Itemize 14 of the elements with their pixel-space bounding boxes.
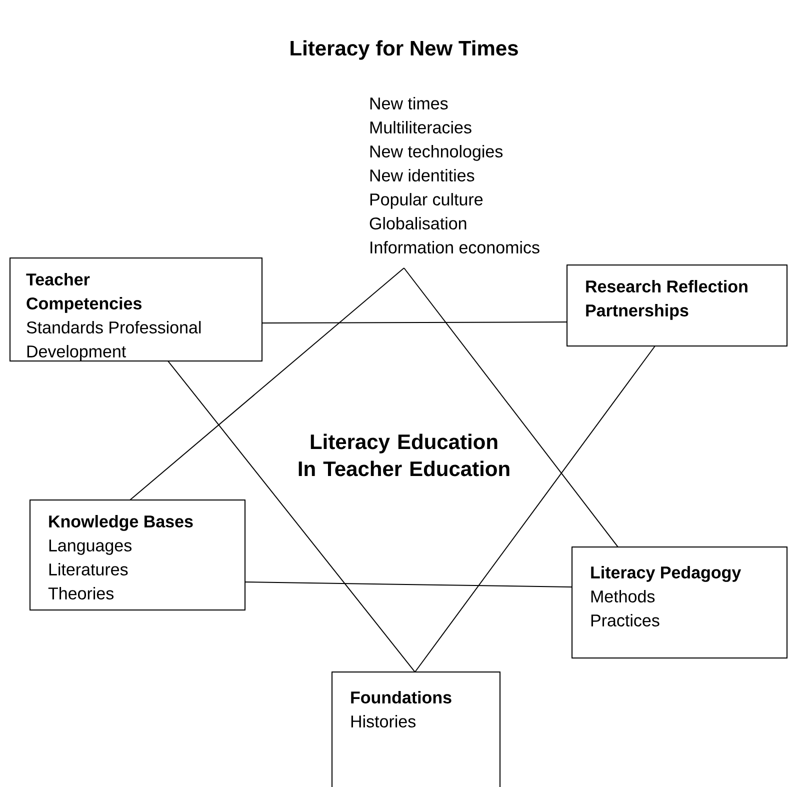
connector-line <box>404 268 618 548</box>
connector-line <box>244 582 572 588</box>
connector-line <box>168 360 416 672</box>
labeled-box: Teacher Competencies Standards Professional Development <box>10 258 262 362</box>
labeled-box: Literacy Pedagogy Methods Practices <box>572 546 788 658</box>
labeled-box: Knowledge Bases Languages Literatures Theories <box>30 500 246 610</box>
connector-line <box>262 322 568 324</box>
labeled-box: Research Reflection Partnerships <box>566 264 788 346</box>
connector-line <box>130 268 404 500</box>
title: Literacy for New Times <box>290 40 518 60</box>
center-label: Literacy Education In Teacher Education <box>298 434 510 476</box>
labeled-box: Foundations Histories <box>332 672 500 787</box>
text-list: New times Multiliteracies New technologies New identities Popular culture Globalisation Information economics <box>370 97 540 254</box>
connector-line <box>414 346 656 672</box>
